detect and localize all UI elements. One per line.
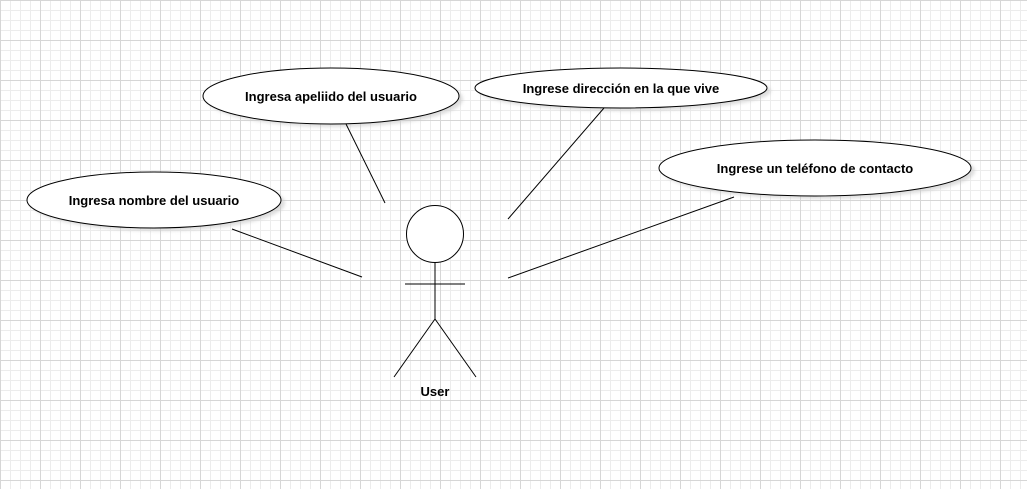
- use-case-apellido-label: Ingresa apeliido del usuario: [245, 89, 417, 104]
- actor-left-leg: [393, 318, 436, 378]
- use-case-direccion[interactable]: Ingrese dirección en la que vive: [474, 67, 771, 111]
- use-case-nombre-ellipse: [26, 171, 282, 229]
- association-line-telefono[interactable]: [507, 196, 735, 279]
- actor-right-leg: [434, 318, 477, 378]
- use-case-apellido[interactable]: Ingresa apeliido del usuario: [202, 67, 463, 127]
- use-case-nombre-label: Ingresa nombre del usuario: [69, 193, 240, 208]
- use-case-nombre[interactable]: Ingresa nombre del usuario: [26, 171, 285, 231]
- use-case-telefono-label: Ingrese un teléfono de contacto: [717, 161, 914, 176]
- use-case-direccion-label: Ingrese dirección en la que vive: [523, 81, 720, 96]
- association-line-nombre[interactable]: [231, 228, 363, 278]
- actor-user[interactable]: User: [393, 205, 477, 400]
- use-case-apellido-ellipse: [202, 67, 460, 125]
- use-case-telefono[interactable]: Ingrese un teléfono de contacto: [658, 139, 975, 199]
- actor-label: User: [421, 384, 450, 399]
- association-line-apellido[interactable]: [345, 123, 386, 204]
- use-case-direccion-ellipse: [474, 67, 768, 109]
- association-line-direccion[interactable]: [507, 107, 605, 220]
- use-case-telefono-ellipse: [658, 139, 972, 197]
- actor-head: [406, 205, 464, 263]
